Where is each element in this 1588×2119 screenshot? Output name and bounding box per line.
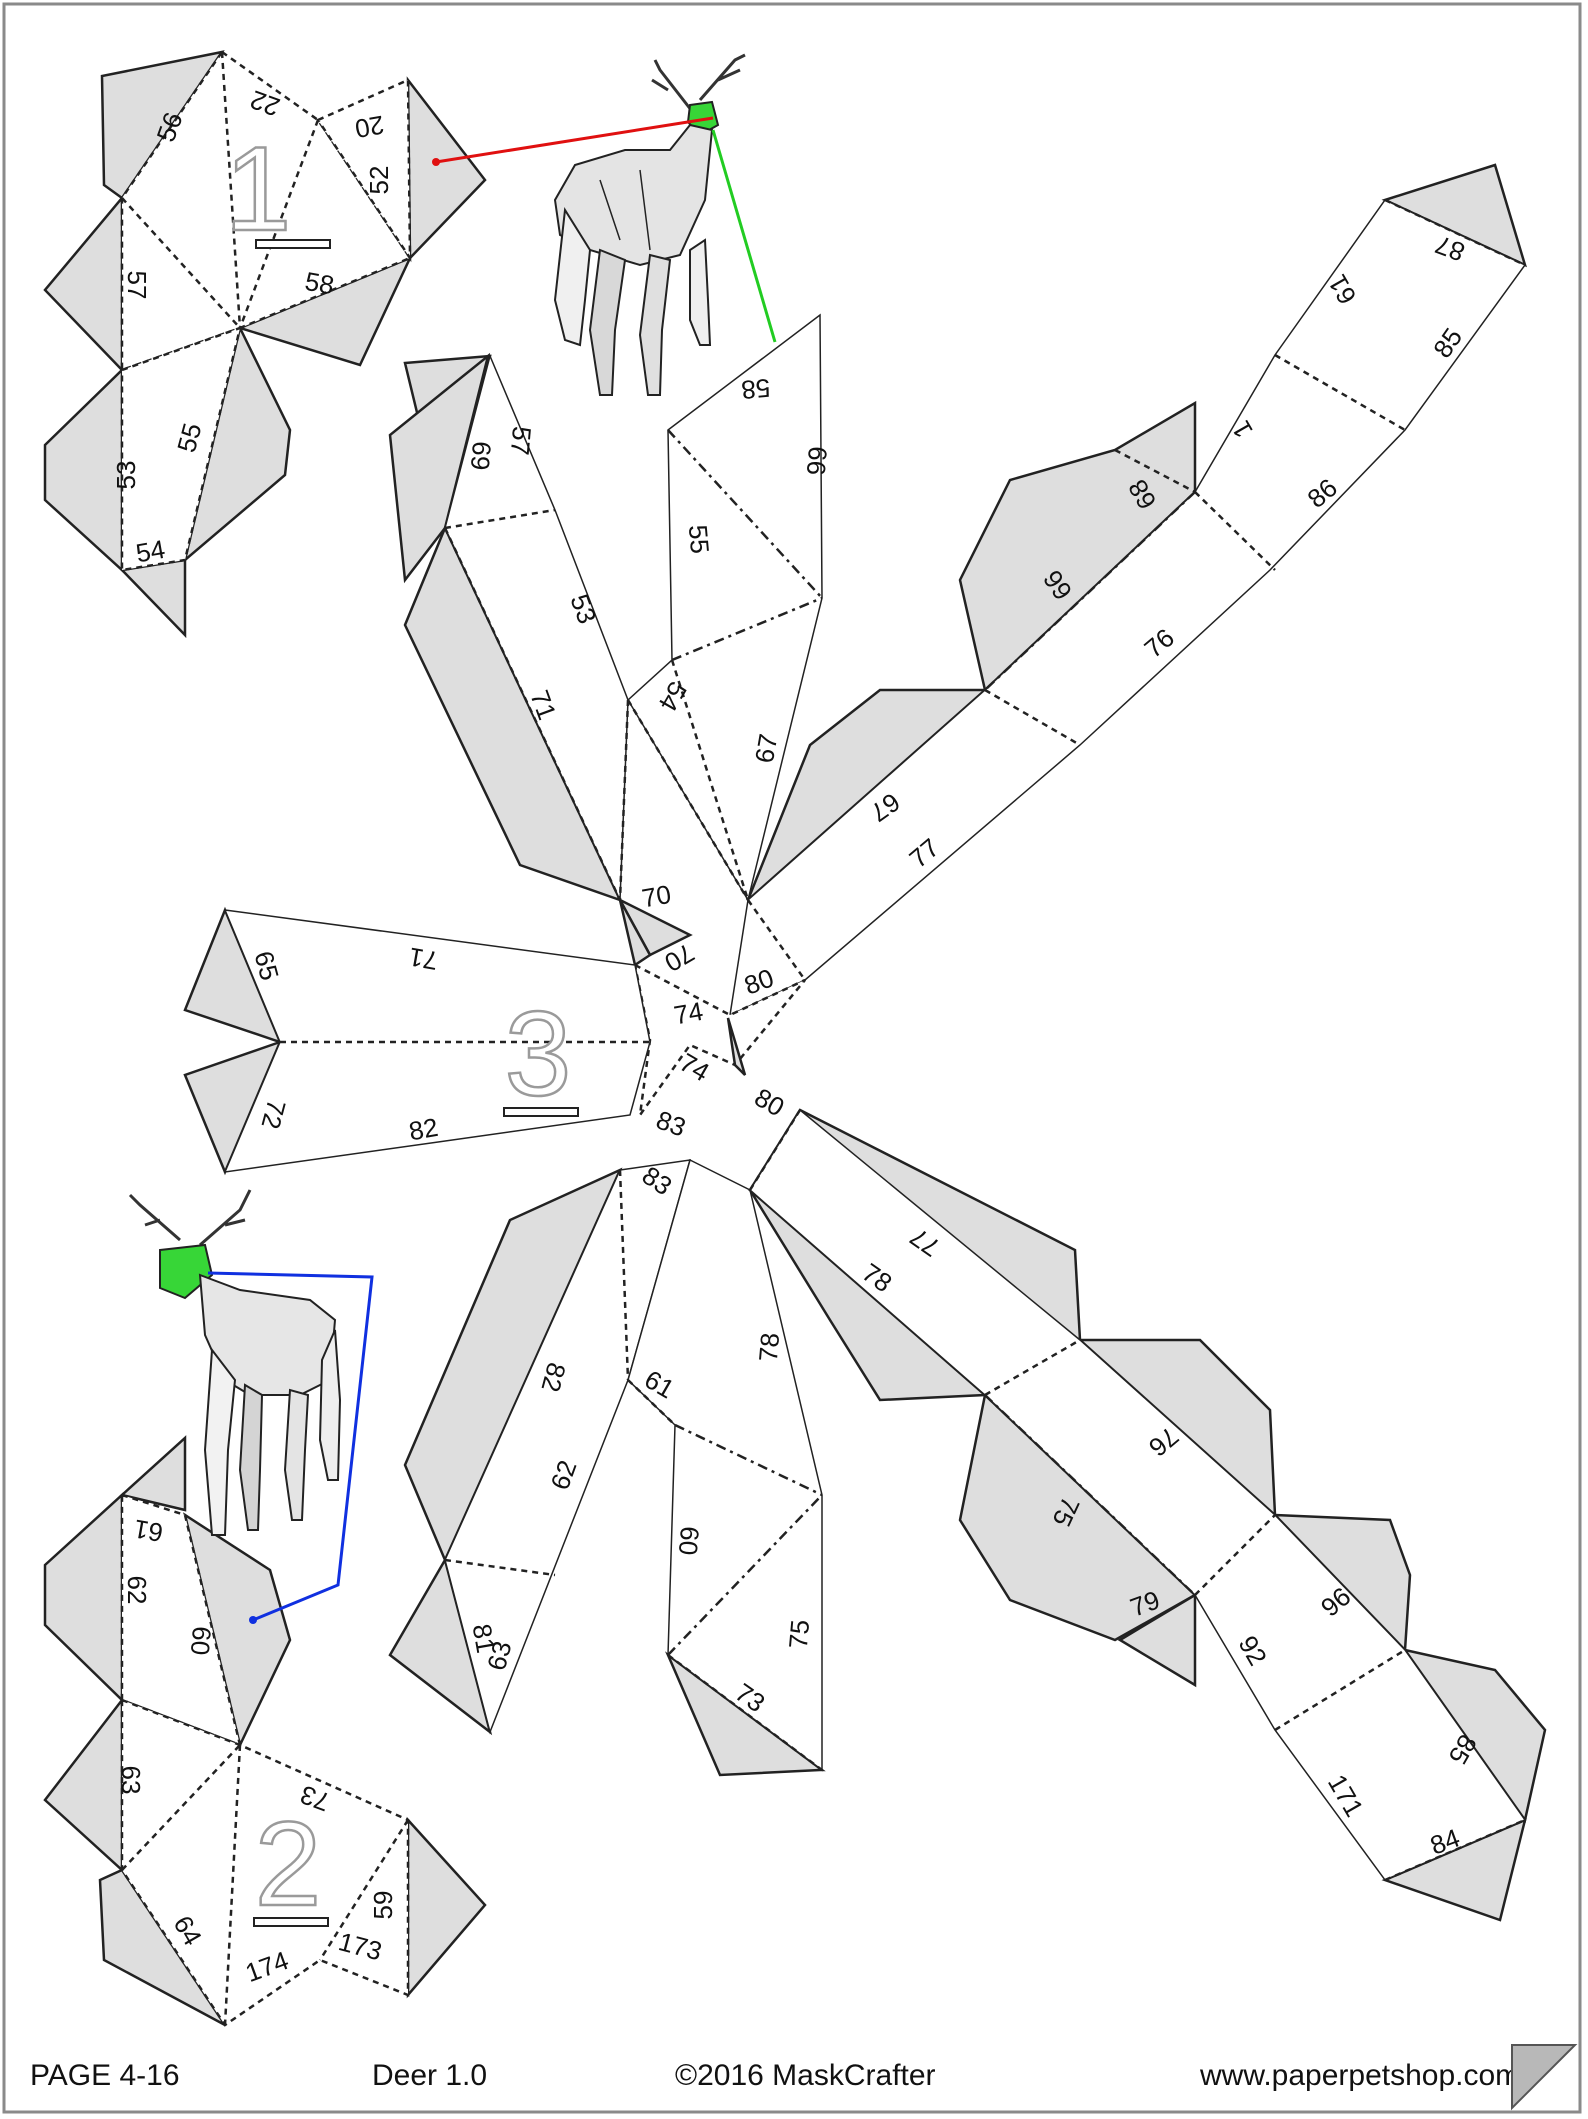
edge-label: 71: [407, 942, 441, 977]
face: [120, 326, 242, 572]
edge-label: 75: [783, 1619, 815, 1650]
edge-label: 60: [673, 1525, 705, 1556]
footer: PAGE 4-16 Deer 1.0 ©2016 MaskCrafter www…: [30, 2044, 1578, 2111]
edge-label: 63: [116, 1766, 146, 1795]
glue-tab: [100, 50, 225, 200]
part-1-number: 1: [225, 122, 292, 256]
edge-label: 78: [753, 1332, 785, 1363]
edge-label: 58: [303, 266, 337, 301]
website: www.paperpetshop.com: [1199, 2059, 1520, 2092]
guide-line-blue: [207, 1271, 374, 1622]
guide-line-red: [435, 116, 714, 164]
model-name: Deer 1.0: [372, 2059, 487, 2092]
edge-label: 20: [353, 110, 387, 145]
edge-label: 55: [683, 524, 715, 555]
part-1-net: 1: [43, 50, 487, 639]
face: [627, 1158, 823, 1772]
edge-label: 57: [505, 425, 537, 456]
edge-label: 70: [640, 879, 674, 914]
glue-tab: [388, 352, 491, 584]
edge-label: 53: [111, 461, 141, 490]
face: [444, 1159, 692, 1735]
part-3-net: 3: [183, 163, 1547, 1922]
edge-label: 67: [749, 732, 784, 766]
edge-label: 60: [185, 1625, 217, 1656]
edge-label: 59: [368, 1891, 398, 1920]
edge-label: 54: [134, 534, 168, 569]
edge-label: 81: [467, 1622, 502, 1656]
part-2-underline: [253, 1917, 329, 1927]
copyright: ©2016 MaskCrafter: [675, 2059, 936, 2092]
part-2-edge-labels: 61 62 60 63 73 64 174 173 59: [116, 1514, 398, 1988]
guide-line-green: [711, 129, 777, 343]
glue-tab: [119, 1435, 187, 1512]
part-3-underline: [503, 1107, 579, 1117]
edge-label: 61: [132, 1514, 166, 1549]
deer-icon-bottom: [128, 1189, 342, 1536]
glue-tab: [1117, 1592, 1197, 1688]
edge-label: 62: [122, 1576, 152, 1605]
part-2-number: 2: [255, 1797, 322, 1931]
edge-label: 57: [122, 271, 152, 300]
edge-label: 66: [801, 445, 833, 476]
face: [633, 962, 806, 1116]
part-3-number: 3: [505, 987, 572, 1121]
face: [316, 78, 412, 263]
part-2-net: 2: [43, 1435, 487, 2027]
deer-icon-top: [553, 53, 746, 396]
face: [120, 1698, 410, 2027]
edge-label: 69: [465, 440, 497, 471]
glue-tab: [726, 1017, 747, 1076]
page-curl-fold: [1511, 2044, 1578, 2111]
guide-dot-red: [432, 158, 440, 166]
glue-tab: [618, 899, 652, 968]
part-1-underline: [255, 239, 331, 249]
edge-label: 58: [740, 373, 771, 405]
page-number: PAGE 4-16: [30, 2059, 180, 2092]
edge-label: 74: [672, 996, 706, 1031]
edge-label: 82: [407, 1112, 441, 1147]
edge-label: 52: [364, 166, 394, 195]
glue-tab: [98, 1868, 227, 2027]
guide-dot-blue: [249, 1616, 257, 1624]
